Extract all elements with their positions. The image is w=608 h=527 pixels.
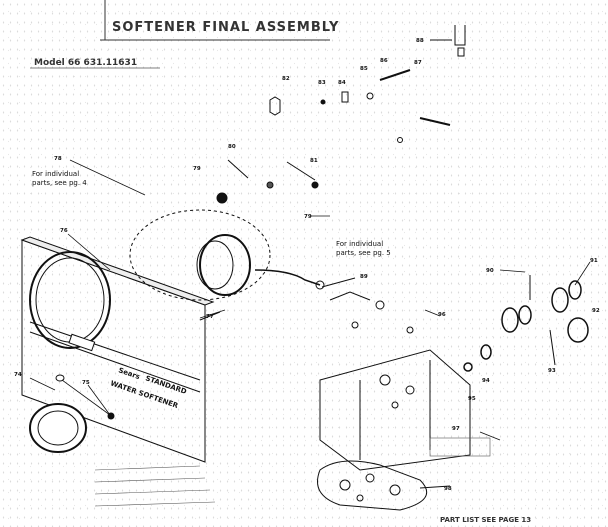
timer-assembly bbox=[129, 159, 356, 321]
callout-77: 77 bbox=[206, 314, 214, 320]
callout-89: 89 bbox=[360, 274, 368, 280]
callout-88: 88 bbox=[416, 38, 424, 44]
model-number: Model 66 631.11631 bbox=[34, 58, 138, 68]
base-plate bbox=[317, 460, 451, 511]
bypass-fittings bbox=[463, 275, 589, 372]
knob-cover bbox=[29, 374, 115, 453]
callout-85: 85 bbox=[360, 66, 368, 72]
lower-note-block bbox=[94, 437, 491, 507]
leader-lines bbox=[29, 159, 591, 441]
footer-note: PART LIST SEE PAGE 13 bbox=[440, 516, 532, 524]
callout-90: 90 bbox=[486, 268, 494, 274]
callout-82: 82 bbox=[282, 76, 290, 82]
callout-75: 75 bbox=[82, 380, 90, 386]
callout-74: 74 bbox=[14, 372, 22, 378]
note-left: For individual parts, see pg. 4 bbox=[32, 170, 87, 187]
callout-79: 79 bbox=[304, 214, 312, 220]
callout-83: 83 bbox=[318, 80, 326, 86]
note-center: For individual parts, see pg. 5 bbox=[336, 240, 391, 257]
callout-91: 91 bbox=[590, 258, 598, 264]
callout-86: 86 bbox=[380, 58, 388, 64]
callout-87: 87 bbox=[414, 60, 422, 66]
callout-93: 93 bbox=[548, 368, 556, 374]
panel-brand: Sears bbox=[117, 366, 141, 381]
diagram-title: SOFTENER FINAL ASSEMBLY bbox=[112, 20, 340, 35]
callout-97: 97 bbox=[452, 426, 460, 432]
callout-95: 95 bbox=[468, 396, 476, 402]
top-parts bbox=[269, 25, 466, 143]
callout-96: 96 bbox=[438, 312, 446, 318]
callout-78: 78 bbox=[54, 156, 62, 162]
callout-94: 94 bbox=[482, 378, 490, 384]
callout-92: 92 bbox=[592, 308, 600, 314]
front-panel bbox=[20, 236, 215, 463]
callout-84: 84 bbox=[338, 80, 346, 86]
callout-98: 98 bbox=[444, 486, 452, 492]
callout-76: 76 bbox=[60, 228, 68, 234]
callout-79: 79 bbox=[193, 166, 201, 172]
callout-80: 80 bbox=[228, 144, 236, 150]
valve-body bbox=[319, 291, 471, 471]
callout-81: 81 bbox=[310, 158, 318, 164]
callout-layer: 74 75 76 77 78 79 79 80 81 82 83 84 85 86 87 88 89 90 91 92… bbox=[14, 38, 600, 492]
